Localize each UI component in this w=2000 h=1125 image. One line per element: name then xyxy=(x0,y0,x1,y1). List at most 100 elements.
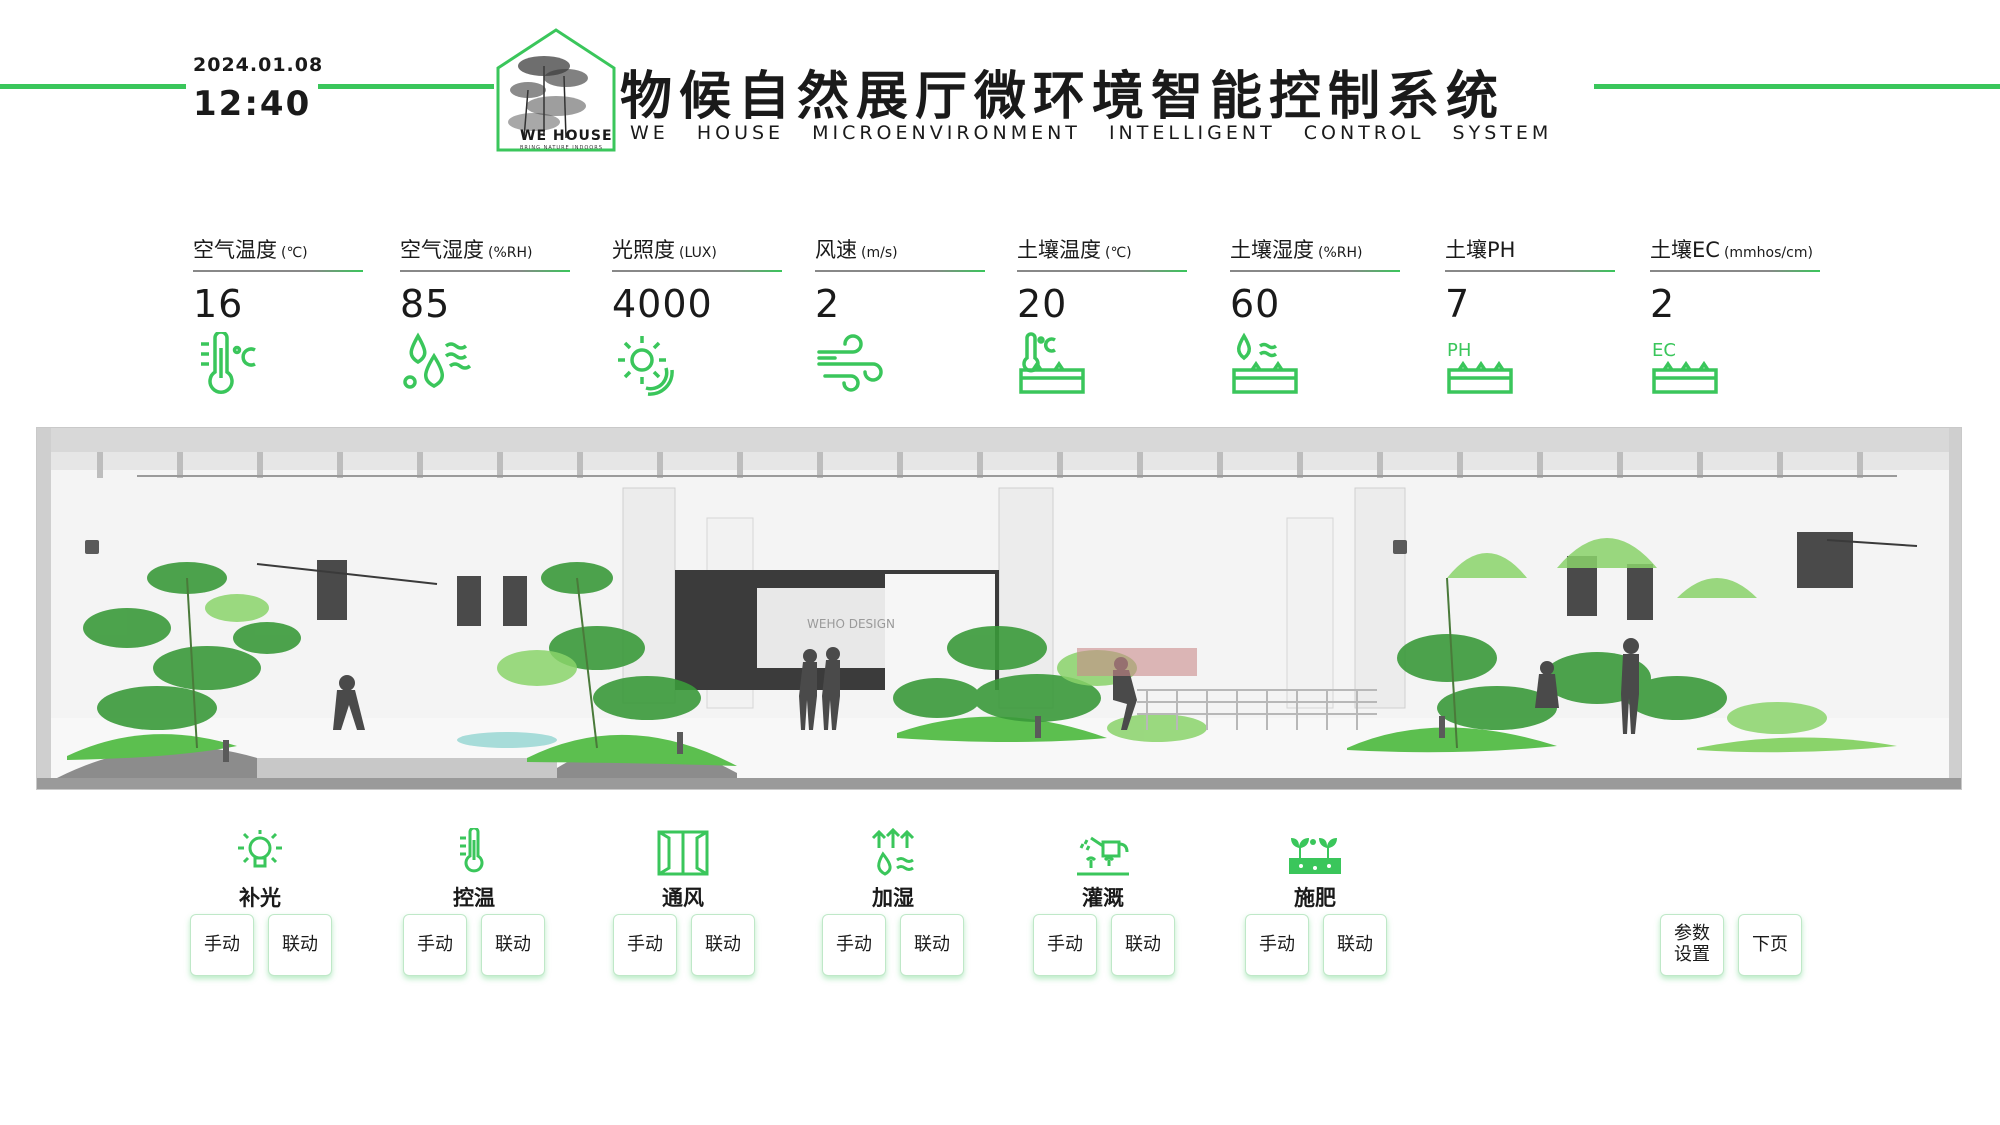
page-subtitle: WE HOUSE MICROENVIRONMENT INTELLIGENT CO… xyxy=(630,122,1553,144)
audience-seating xyxy=(1137,689,1377,730)
sensor-unit: (%RH) xyxy=(488,245,533,261)
sensor-divider xyxy=(400,270,570,272)
stage-sign-text: WEHO DESIGN xyxy=(807,617,895,631)
control-label: 加湿 xyxy=(872,886,914,910)
control-label: 施肥 xyxy=(1294,886,1336,910)
soil-humidity-icon xyxy=(1232,332,1298,394)
sensor-value: 2 xyxy=(1650,282,1676,326)
sensor-unit: (%RH) xyxy=(1318,245,1363,261)
temperature-linked-button[interactable]: 联动 xyxy=(481,914,545,976)
we-house-logo-icon xyxy=(496,28,616,152)
humidification-linked-button[interactable]: 联动 xyxy=(900,914,964,976)
sensor-divider xyxy=(815,270,985,272)
sensor-value: 4000 xyxy=(612,282,713,326)
control-temperature: 控温 xyxy=(399,828,549,912)
control-irrigation: 灌溉 xyxy=(1028,828,1178,912)
soil-sensor-icon xyxy=(223,740,229,762)
sensor-unit: (LUX) xyxy=(679,245,717,261)
camera-left-icon xyxy=(85,540,99,554)
sensor-value: 16 xyxy=(193,282,244,326)
light-manual-button[interactable]: 手动 xyxy=(190,914,254,976)
light-mode-buttons: 手动 联动 xyxy=(190,914,332,976)
camera-right-icon xyxy=(1393,540,1407,554)
header-line-left xyxy=(0,84,186,89)
sensor-wind-speed: 风速(m/s) 2 xyxy=(815,234,985,400)
ventilation-manual-button[interactable]: 手动 xyxy=(613,914,677,976)
sensor-value: 60 xyxy=(1230,282,1281,326)
time-display: 12:40 xyxy=(193,84,312,124)
next-page-button[interactable]: 下页 xyxy=(1738,914,1802,976)
date-display: 2024.01.08 xyxy=(193,54,324,76)
visitor-silhouettes xyxy=(333,638,1639,734)
light-linked-button[interactable]: 联动 xyxy=(268,914,332,976)
thermometer-icon xyxy=(201,330,256,394)
sensor-label: 空气温度 xyxy=(193,238,277,262)
sensor-soil-ec: 土壤EC(mmhos/cm) 2 EC xyxy=(1650,234,1820,400)
sensor-value: 20 xyxy=(1017,282,1068,326)
control-label: 灌溉 xyxy=(1082,886,1124,910)
sensor-value: 2 xyxy=(815,282,841,326)
sensor-label: 空气湿度 xyxy=(400,238,484,262)
exhibition-hall-illustration: WEHO DESIGN xyxy=(37,428,1961,789)
irrigation-linked-button[interactable]: 联动 xyxy=(1111,914,1175,976)
header-line-middle xyxy=(318,84,494,89)
sensor-air-humidity: 空气湿度(%RH) 85 xyxy=(400,234,570,400)
window-icon xyxy=(657,830,709,876)
sensor-divider xyxy=(1017,270,1187,272)
ventilation-linked-button[interactable]: 联动 xyxy=(691,914,755,976)
parameter-settings-line2: 设置 xyxy=(1674,944,1710,965)
light-bulb-icon xyxy=(238,830,282,868)
floor-base xyxy=(37,778,1961,789)
humidity-icon xyxy=(403,332,472,389)
watering-can-icon xyxy=(1077,836,1129,876)
sensor-label: 土壤温度 xyxy=(1017,238,1101,262)
sensor-divider xyxy=(1650,270,1820,272)
sensor-soil-ph: 土壤PH 7 PH xyxy=(1445,234,1615,400)
fertilization-mode-buttons: 手动 联动 xyxy=(1245,914,1387,976)
sensor-value: 85 xyxy=(400,282,451,326)
logo-text: WE HOUSE xyxy=(520,128,613,144)
sensor-value: 7 xyxy=(1445,282,1471,326)
wind-icon xyxy=(817,334,883,392)
header-line-right xyxy=(1594,84,2000,89)
fertilization-linked-button[interactable]: 联动 xyxy=(1323,914,1387,976)
soil-ec-icon: EC xyxy=(1652,340,1718,394)
sensor-divider xyxy=(1445,270,1615,272)
control-label: 控温 xyxy=(453,886,495,910)
control-supplemental-light: 补光 xyxy=(185,828,335,912)
sensor-unit: (mmhos/cm) xyxy=(1723,245,1813,261)
sun-icon xyxy=(618,336,674,396)
fertilization-manual-button[interactable]: 手动 xyxy=(1245,914,1309,976)
temperature-control-icon xyxy=(460,828,484,873)
fertilizer-icon xyxy=(1289,838,1341,874)
sensor-label: 光照度 xyxy=(612,238,675,262)
logo-subtext: BRING NATURE INDOORS xyxy=(520,145,603,151)
irrigation-mode-buttons: 手动 联动 xyxy=(1033,914,1175,976)
control-ventilation: 通风 xyxy=(608,828,758,912)
ceiling xyxy=(37,428,1961,452)
control-label: 通风 xyxy=(662,886,704,910)
control-humidification: 加湿 xyxy=(818,828,968,912)
humidification-mode-buttons: 手动 联动 xyxy=(822,914,964,976)
sensor-soil-humidity: 土壤湿度(%RH) 60 xyxy=(1230,234,1400,400)
sensor-divider xyxy=(193,270,363,272)
irrigation-manual-button[interactable]: 手动 xyxy=(1033,914,1097,976)
sensor-illuminance: 光照度(LUX) 4000 xyxy=(612,234,782,400)
temperature-manual-button[interactable]: 手动 xyxy=(403,914,467,976)
humidification-manual-button[interactable]: 手动 xyxy=(822,914,886,976)
action-buttons: 参数设置 下页 xyxy=(1660,914,1802,976)
soil-ph-icon: PH xyxy=(1447,340,1513,394)
soil-temperature-icon xyxy=(1019,332,1085,394)
soil-sensor-icon xyxy=(1439,716,1445,738)
control-fertilization: 施肥 xyxy=(1240,828,1390,912)
sensor-label: 土壤PH xyxy=(1445,238,1516,262)
page-title: 物候自然展厅微环境智能控制系统 xyxy=(620,67,1506,127)
sensor-unit: (℃) xyxy=(281,245,308,261)
sensor-soil-temperature: 土壤温度(℃) 20 xyxy=(1017,234,1187,400)
humidifier-icon xyxy=(871,828,915,876)
temperature-mode-buttons: 手动 联动 xyxy=(403,914,545,976)
exhibition-hall-scene: WEHO DESIGN xyxy=(36,427,1962,790)
soil-sensor-icon xyxy=(677,732,683,754)
parameter-settings-button[interactable]: 参数设置 xyxy=(1660,914,1724,976)
ventilation-mode-buttons: 手动 联动 xyxy=(613,914,755,976)
